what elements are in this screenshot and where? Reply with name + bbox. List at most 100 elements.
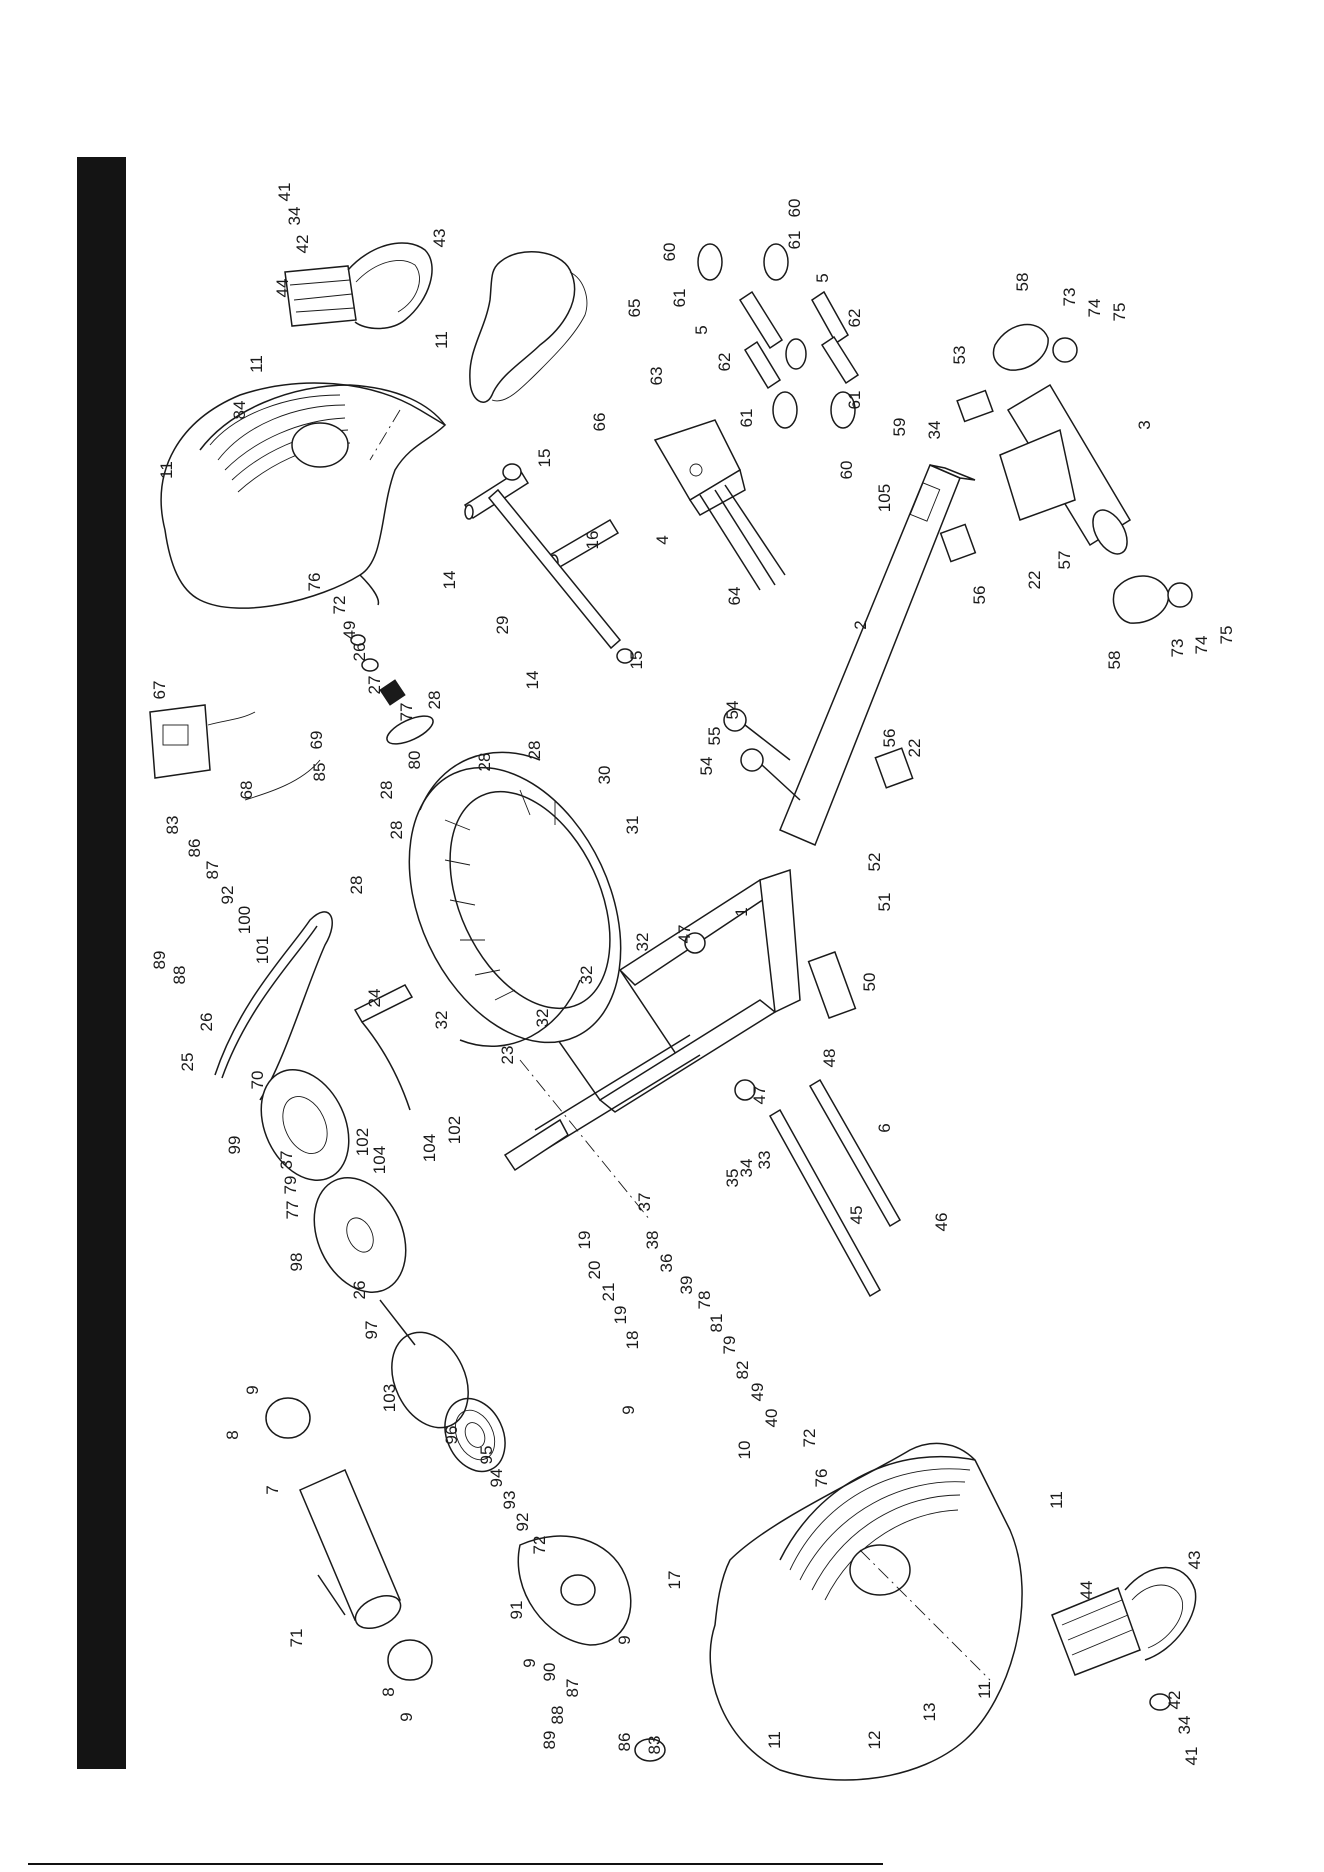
- part-label: 73: [1060, 288, 1079, 307]
- roller-wheels: [697, 243, 860, 429]
- part-label: 41: [275, 183, 294, 202]
- part-label: 42: [1165, 1691, 1184, 1710]
- part-label: 51: [875, 893, 894, 912]
- part-label: 34: [1175, 1716, 1194, 1735]
- pulley-disc: [313, 1177, 506, 1473]
- part-label: 79: [720, 1336, 739, 1355]
- part-label: 61: [737, 409, 756, 428]
- pedal-axles: [768, 1078, 902, 1298]
- part-label: 59: [890, 418, 909, 437]
- part-label: 93: [500, 1491, 519, 1510]
- part-label: 88: [548, 1706, 567, 1725]
- part-label: 99: [225, 1136, 244, 1155]
- part-label: 14: [440, 571, 459, 590]
- part-label: 58: [1013, 273, 1032, 292]
- part-label: 104: [420, 1134, 439, 1162]
- part-label: 28: [377, 781, 396, 800]
- part-label: 28: [425, 691, 444, 710]
- part-label: 15: [627, 651, 646, 670]
- part-label: 55: [705, 727, 724, 746]
- part-label: 9: [619, 1405, 638, 1414]
- part-label: 32: [432, 1011, 451, 1030]
- part-label: 32: [633, 933, 652, 952]
- part-label: 101: [253, 936, 272, 964]
- part-label: 26: [350, 643, 369, 662]
- part-label: 32: [533, 1009, 552, 1028]
- part-label: 44: [1077, 1581, 1096, 1600]
- part-label: 22: [905, 739, 924, 758]
- part-label: 79: [281, 1176, 300, 1195]
- part-label: 92: [218, 886, 237, 905]
- part-label: 82: [733, 1361, 752, 1380]
- drive-belt: [214, 911, 414, 1181]
- part-label: 23: [498, 1046, 517, 1065]
- part-label: 34: [285, 207, 304, 226]
- part-label: 20: [585, 1261, 604, 1280]
- part-label: 105: [875, 484, 894, 512]
- part-label: 61: [785, 231, 804, 250]
- part-label: 41: [1182, 1747, 1201, 1766]
- part-label: 95: [477, 1446, 496, 1465]
- part-label: 2: [851, 620, 870, 629]
- part-label: 100: [235, 906, 254, 934]
- part-label: 66: [590, 413, 609, 432]
- main-frame-tube: [779, 464, 976, 846]
- part-label: 89: [540, 1731, 559, 1750]
- part-label: 91: [507, 1601, 526, 1620]
- part-label: 60: [785, 199, 804, 218]
- part-label: 10: [735, 1441, 754, 1460]
- part-label: 78: [695, 1291, 714, 1310]
- bottom-pedal: [1051, 1566, 1197, 1711]
- part-label: 28: [347, 876, 366, 895]
- part-label: 3: [1135, 420, 1154, 429]
- part-label: 5: [813, 273, 832, 282]
- part-label: 62: [845, 309, 864, 328]
- part-label: 102: [353, 1128, 372, 1156]
- part-label: 58: [1105, 651, 1124, 670]
- part-label: 96: [442, 1426, 461, 1445]
- part-label: 65: [625, 299, 644, 318]
- part-label: 37: [277, 1151, 296, 1170]
- part-label: 85: [310, 763, 329, 782]
- part-label: 77: [397, 703, 416, 722]
- seat-bracket: [653, 419, 786, 591]
- part-label: 72: [800, 1429, 819, 1448]
- part-label: 61: [670, 289, 689, 308]
- bottom-rule: [28, 1863, 883, 1865]
- flywheel: [408, 751, 622, 1047]
- part-label: 28: [475, 753, 494, 772]
- part-label: 63: [647, 367, 666, 386]
- part-number-labels: 4134424443118411116665606156260615626161…: [150, 183, 1236, 1766]
- part-label: 14: [523, 671, 542, 690]
- part-label: 9: [615, 1635, 634, 1644]
- part-label: 64: [725, 587, 744, 606]
- part-label: 83: [163, 816, 182, 835]
- part-label: 38: [643, 1231, 662, 1250]
- part-label: 71: [287, 1629, 306, 1648]
- part-label: 8: [379, 1687, 398, 1696]
- part-label: 54: [697, 757, 716, 776]
- part-label: 49: [748, 1383, 767, 1402]
- part-label: 72: [330, 596, 349, 615]
- part-label: 26: [197, 1013, 216, 1032]
- part-label: 56: [970, 586, 989, 605]
- flywheel-hub-parts: [350, 634, 434, 745]
- part-label: 52: [865, 853, 884, 872]
- part-label: 83: [645, 1736, 664, 1755]
- part-label: 19: [611, 1306, 630, 1325]
- part-label: 19: [575, 1231, 594, 1250]
- part-label: 37: [635, 1193, 654, 1212]
- part-label: 47: [750, 1086, 769, 1105]
- part-label: 70: [248, 1071, 267, 1090]
- part-label: 92: [513, 1513, 532, 1532]
- part-label: 74: [1085, 299, 1104, 318]
- part-label: 9: [243, 1385, 262, 1394]
- part-label: 80: [405, 751, 424, 770]
- part-label: 13: [920, 1703, 939, 1722]
- part-label: 104: [370, 1146, 389, 1174]
- part-label: 44: [273, 279, 292, 298]
- rear-crossbar: [939, 323, 1193, 624]
- part-label: 61: [845, 391, 864, 410]
- part-label: 67: [150, 681, 169, 700]
